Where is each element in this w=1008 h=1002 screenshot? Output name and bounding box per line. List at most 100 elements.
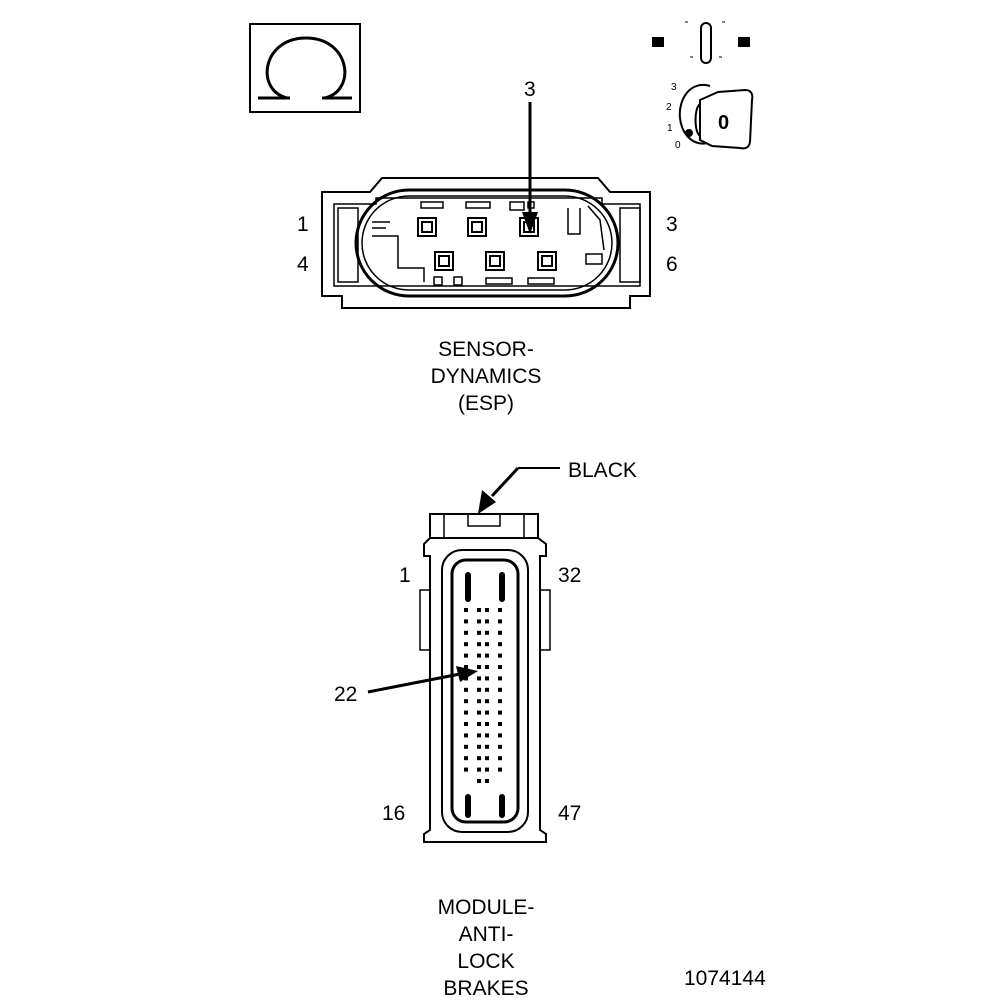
abs-pin-cavity [464,733,468,738]
abs-pin-cavity [477,779,481,783]
sensor-callout-arrow [522,102,538,234]
sensor-pin-label-bottom-right: 6 [666,253,678,276]
abs-black-callout [478,466,560,514]
abs-pin-cavity [485,630,489,635]
abs-inner-frame [441,549,529,833]
abs-pin-cavity [477,744,481,749]
abs-pin-cavity [464,744,468,749]
abs-pin-cavity [498,733,502,738]
ignition-position-label: 2 [666,102,672,113]
abs-pin-cavity [464,699,468,704]
abs-pin-array [464,608,502,783]
abs-connector [419,513,551,843]
abs-right-ear [540,589,551,651]
abs-pin-cavity [485,642,489,647]
caption-line: MODULE- [437,896,535,919]
abs-pin-cavity [477,687,481,692]
abs-pin-cavity [477,710,481,715]
ground-omega-icon [249,23,361,113]
abs-pin-cavity [498,653,502,658]
abs-pin-cavity [477,608,481,612]
abs-pin-cavity [477,756,481,761]
abs-pin-cavity [464,619,468,624]
sensor-outer-housing [321,177,651,309]
caption-line: BRAKES [443,977,529,1000]
abs-pin-cavity [485,779,489,783]
abs-pin-cavity [498,699,502,704]
abs-pin-22-callout [367,666,478,694]
abs-pin-cavity [464,642,468,647]
caption-line: SENSOR- [438,338,534,361]
abs-pin-cavity [485,619,489,624]
ignition-position-label: 1 [667,123,673,134]
abs-pin-cavity [477,699,481,704]
abs-outer-housing [423,537,547,843]
abs-pin-cavity [477,665,481,669]
abs-pin-cavity [485,722,489,726]
abs-slot-bottom-right [499,794,505,818]
caption-line: (ESP) [457,392,514,415]
abs-pin-cavity [477,733,481,738]
abs-connector-caption: MODULE- ANTI- LOCK BRAKES [400,894,572,1002]
sensor-connector-caption: SENSOR- DYNAMICS (ESP) [400,336,572,417]
sensor-pin-label-top-right: 3 [666,213,678,236]
sensor-keying-marks [420,201,603,286]
abs-pin-cavity [464,665,468,669]
abs-pin-label-top-right: 32 [558,564,582,587]
ignition-key-label: 0 [718,112,729,134]
ignition-position-label: 3 [671,82,677,93]
abs-pin-cavity [477,653,481,658]
abs-slot-top-right [499,572,505,602]
abs-pin-cavity [477,619,481,624]
caption-line: DYNAMICS [430,365,542,388]
abs-callout-pin-label: 22 [334,683,358,706]
abs-pin-label-bottom-left: 16 [382,802,406,825]
abs-pin-cavity [464,767,468,772]
abs-pin-cavity [464,653,468,658]
abs-pin-cavity [477,676,481,681]
abs-pin-cavity [485,733,489,738]
abs-pin-cavity [498,619,502,624]
abs-pin-cavity [464,710,468,715]
abs-pin-cavity [498,608,502,612]
abs-pin-cavity [498,756,502,761]
abs-pin-cavity [485,767,489,772]
abs-pin-cavity [498,722,502,726]
abs-pin-cavity [485,744,489,749]
sensor-step-right [567,208,581,235]
abs-pin-cavity [498,630,502,635]
abs-pin-cavity [498,687,502,692]
abs-pin-cavity [464,722,468,726]
abs-pin-label-bottom-right: 47 [558,802,582,825]
sensor-pin-label-bottom-left: 4 [297,253,309,276]
sensor-right-latch [619,207,641,283]
abs-left-ear [419,589,430,651]
sensor-pin-cavities [417,217,557,271]
sensor-inner-frame [333,197,641,287]
abs-color-tab [429,513,539,538]
abs-pin-cavity [485,710,489,715]
abs-slot-top-left [465,572,471,602]
abs-pin-cavity [498,744,502,749]
abs-pin-cavity [485,699,489,704]
abs-slot-bottom-left [465,794,471,818]
abs-pin-cavity [498,676,502,681]
abs-color-label: BLACK [568,459,637,482]
abs-pin-cavity [485,665,489,669]
ignition-key-icon [652,21,754,150]
abs-pin-cavity [464,687,468,692]
abs-pin-cavity [477,767,481,772]
abs-pin-cavity [498,642,502,647]
abs-pin-cavity [498,710,502,715]
abs-pin-cavity [485,608,489,612]
figure-id: 1074144 [684,967,766,990]
sensor-pin-label-top-left: 1 [297,213,309,236]
sensor-connector [321,177,651,309]
abs-pin-cavity [477,630,481,635]
caption-line: LOCK [457,950,515,973]
abs-pin-cavity [485,676,489,681]
ignition-position-label: 0 [675,140,681,151]
sensor-left-latch [337,207,359,283]
abs-pin-label-top-left: 1 [399,564,411,587]
